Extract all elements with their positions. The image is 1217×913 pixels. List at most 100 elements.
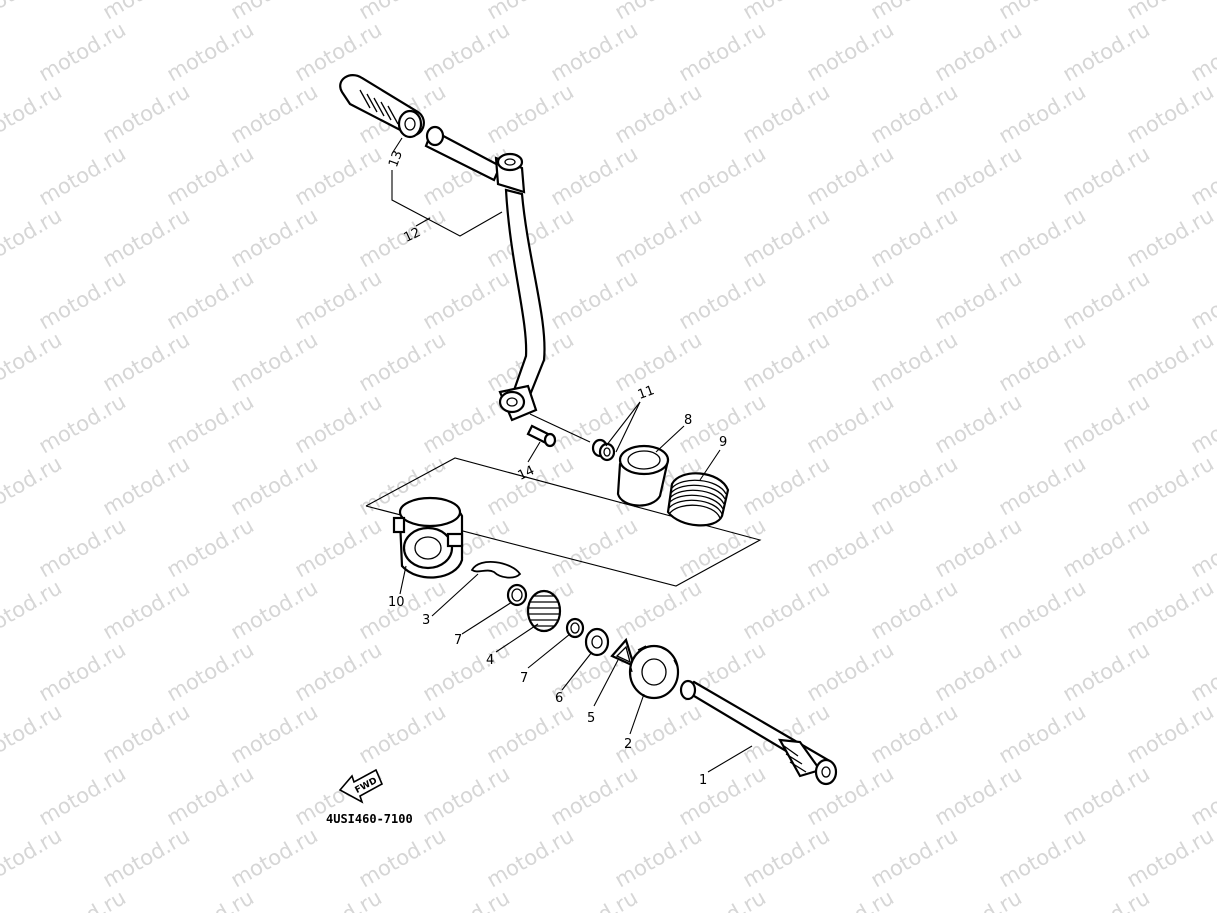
watermark-text: motod.ru (867, 575, 962, 644)
watermark-text: motod.ru (227, 79, 322, 148)
watermark-text: motod.ru (1059, 513, 1154, 582)
watermark-text: motod.ru (1123, 575, 1217, 644)
watermark-text: motod.ru (1187, 637, 1217, 706)
callout-4: 4 (486, 653, 494, 668)
watermark-text: motod.ru (867, 79, 962, 148)
watermark-text: motod.ru (355, 823, 450, 892)
part-7-circlip-b (565, 617, 585, 639)
watermark-text: motod.ru (227, 575, 322, 644)
watermark-text: motod.ru (1123, 699, 1217, 768)
watermark-text: motod.ru (739, 823, 834, 892)
watermark-text: motod.ru (1123, 327, 1217, 396)
watermark-text: motod.ru (1059, 761, 1154, 830)
part-7-circlip-a (506, 583, 528, 607)
part-5-clip (610, 637, 636, 669)
watermark-text: motod.ru (867, 699, 962, 768)
watermark-text: motod.ru (547, 17, 642, 86)
watermark-text: motod.ru (547, 761, 642, 830)
watermark-text: motod.ru (739, 327, 834, 396)
watermark-text: motod.ru (35, 885, 130, 913)
watermark-text: motod.ru (291, 17, 386, 86)
watermark-text: motod.ru (611, 699, 706, 768)
watermark-text: motod.ru (1059, 141, 1154, 210)
callout-3: 3 (422, 613, 430, 628)
watermark-text: motod.ru (675, 265, 770, 334)
watermark-text: motod.ru (227, 699, 322, 768)
callout-7-upper: 7 (454, 633, 462, 648)
watermark-text: motod.ru (227, 451, 322, 520)
watermark-text: motod.ru (867, 823, 962, 892)
watermark-text: motod.ru (867, 327, 962, 396)
watermark-text: motod.ru (1123, 203, 1217, 272)
callout-9: 9 (719, 435, 727, 450)
watermark-text: motod.ru (0, 141, 2, 210)
watermark-text: motod.ru (547, 265, 642, 334)
watermark-text: motod.ru (291, 885, 386, 913)
watermark-text: motod.ru (291, 265, 386, 334)
watermark-text: motod.ru (995, 79, 1090, 148)
watermark-text: motod.ru (99, 699, 194, 768)
watermark-text: motod.ru (995, 699, 1090, 768)
watermark-text: motod.ru (931, 513, 1026, 582)
callout-6: 6 (555, 691, 563, 706)
watermark-text: motod.ru (995, 575, 1090, 644)
watermark-text: motod.ru (0, 451, 66, 520)
watermark-text: motod.ru (675, 17, 770, 86)
part-6-washer (584, 627, 610, 657)
watermark-text: motod.ru (0, 823, 66, 892)
callout-labels: 13 12 11 8 9 14 10 3 7 4 7 6 5 2 1 (386, 149, 727, 788)
watermark-text: motod.ru (611, 203, 706, 272)
watermark-text: motod.ru (291, 513, 386, 582)
watermark-text: motod.ru (419, 265, 514, 334)
watermark-text: motod.ru (611, 575, 706, 644)
watermark-text: motod.ru (803, 637, 898, 706)
watermark-text: motod.ru (611, 327, 706, 396)
watermark-text: motod.ru (291, 141, 386, 210)
part-13-grip (339, 74, 425, 139)
part-4-gear (526, 589, 562, 633)
watermark-text: motod.ru (99, 823, 194, 892)
watermark-text: motod.ru (1059, 637, 1154, 706)
watermark-text: motod.ru (163, 513, 258, 582)
watermark-text: motod.ru (1187, 265, 1217, 334)
watermark-text: motod.ru (1187, 141, 1217, 210)
watermark-text: motod.ru (483, 451, 578, 520)
watermark-text: motod.ru (675, 141, 770, 210)
watermark-text: motod.ru (35, 17, 130, 86)
watermark-text: motod.ru (803, 885, 898, 913)
watermark-text: motod.ru (1187, 389, 1217, 458)
leader-lines (391, 137, 753, 773)
watermark-text: motod.ru (611, 823, 706, 892)
watermark-text: motod.ru (1187, 17, 1217, 86)
watermark-text: motod.ru (163, 389, 258, 458)
callout-8: 8 (684, 413, 692, 428)
watermark-text: motod.ru (995, 823, 1090, 892)
watermark-text: motod.ru (803, 17, 898, 86)
part-2-ratchet-gear (628, 644, 680, 700)
watermark-text: motod.ru (35, 389, 130, 458)
watermark-text: motod.ru (931, 761, 1026, 830)
watermark-text: motod.ru (483, 823, 578, 892)
watermark-text: motod.ru (803, 513, 898, 582)
watermark-text: motod.ru (1059, 17, 1154, 86)
watermark-text: motod.ru (611, 79, 706, 148)
watermark-text: motod.ru (0, 575, 66, 644)
watermark-text: motod.ru (0, 389, 2, 458)
watermark-text: motod.ru (355, 699, 450, 768)
watermark-text: motod.ru (0, 0, 66, 24)
watermark-text: motod.ru (1123, 823, 1217, 892)
watermark-text: motod.ru (419, 17, 514, 86)
watermark-text: motod.ru (1123, 451, 1217, 520)
watermark-text: motod.ru (739, 575, 834, 644)
watermark-text: motod.ru (1187, 513, 1217, 582)
watermark-text: motod.ru (547, 141, 642, 210)
part-3-clip (470, 561, 522, 579)
watermark-text: motod.ru (355, 327, 450, 396)
watermark-text: motod.ru (0, 327, 66, 396)
watermark-text: motod.ru (163, 885, 258, 913)
watermark-text: motod.ru (483, 79, 578, 148)
part-12-kick-lever (424, 125, 591, 443)
watermark-text: motod.ru (0, 17, 2, 86)
watermark-text: motod.ru (931, 265, 1026, 334)
